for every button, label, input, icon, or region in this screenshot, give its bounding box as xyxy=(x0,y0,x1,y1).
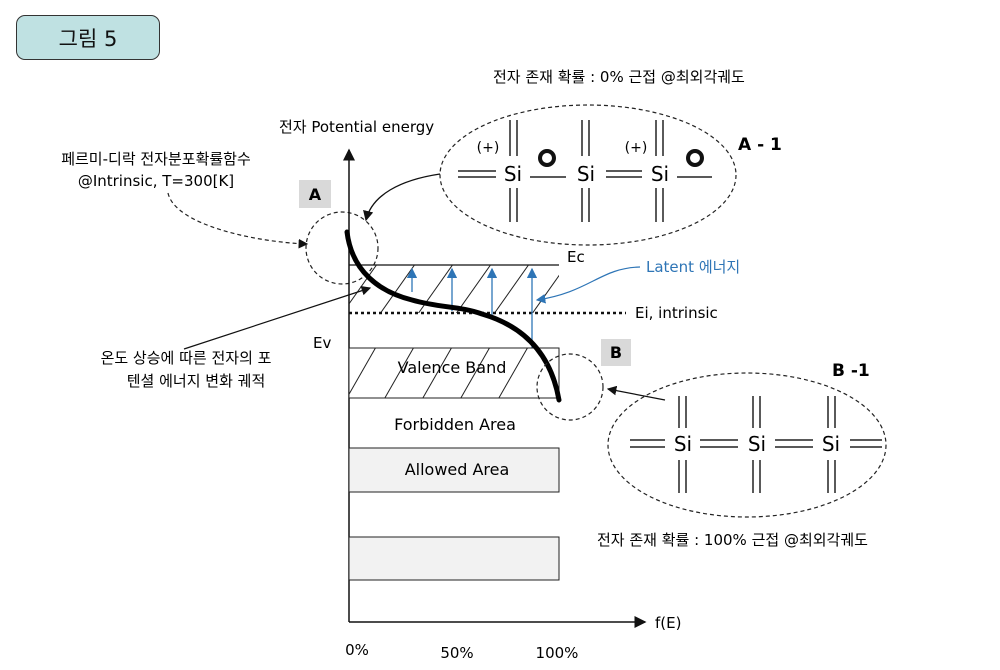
tick-0: 0% xyxy=(345,641,369,659)
fermi-label-line2: @Intrinsic, T=300[K] xyxy=(78,172,234,190)
lattice-ellipse-b1 xyxy=(607,372,887,518)
fermi-pointer xyxy=(167,192,309,249)
allowed-area-label: Allowed Area xyxy=(405,460,510,479)
lattice-a1 xyxy=(458,120,712,222)
label-b1: B -1 xyxy=(832,361,870,381)
a1-pointer xyxy=(363,173,441,222)
si-atom: Si xyxy=(748,432,766,456)
hole-marker: (+) xyxy=(477,140,500,156)
forbidden-area-label: Forbidden Area xyxy=(394,415,516,434)
si-atom: Si xyxy=(504,162,522,186)
point-b-circle xyxy=(536,353,604,421)
valence-band-box xyxy=(348,347,560,399)
y-axis-label: 전자 Potential energy xyxy=(279,118,434,136)
fermi-label-line1: 페르미-디락 전자분포확률함수 xyxy=(61,150,251,168)
temp-label-line1: 온도 상승에 따른 전자의 포 xyxy=(101,349,272,367)
free-electron-icon xyxy=(686,149,704,167)
point-a-box xyxy=(299,180,331,208)
point-b-label: B xyxy=(610,343,622,362)
point-b-box xyxy=(601,339,631,366)
top-caption: 전자 존재 확률 : 0% 근접 @최외각궤도 xyxy=(493,68,745,86)
bottom-caption: 전자 존재 확률 : 100% 근접 @최외각궤도 xyxy=(597,531,868,549)
latent-arrows xyxy=(406,267,538,350)
temp-label-line2: 텐셜 에너지 변화 궤적 xyxy=(127,372,266,390)
hole-marker: (+) xyxy=(625,140,648,156)
ei-label: Ei, intrinsic xyxy=(635,304,718,322)
allowed-area-box-lower xyxy=(348,536,560,581)
lattice-b1 xyxy=(630,396,882,493)
valence-band-label: Valence Band xyxy=(398,358,507,377)
tick-100: 100% xyxy=(536,644,579,662)
si-atom: Si xyxy=(822,432,840,456)
temp-pointer xyxy=(183,286,372,350)
si-atom: Si xyxy=(674,432,692,456)
x-axis-label: f(E) xyxy=(655,614,681,632)
free-electron-icon xyxy=(538,149,556,167)
fermi-dirac-curve xyxy=(344,229,562,403)
latent-label: Latent 에너지 xyxy=(646,258,740,276)
si-atom: Si xyxy=(577,162,595,186)
lattice-ellipse-a1 xyxy=(439,104,737,246)
label-a1: A - 1 xyxy=(738,135,782,155)
point-a-label: A xyxy=(309,185,322,204)
allowed-area-box xyxy=(348,447,560,493)
si-atom: Si xyxy=(651,162,669,186)
ev-label: Ev xyxy=(313,334,331,352)
latent-pointer xyxy=(535,266,641,304)
figure-label: 그림 5 xyxy=(16,15,160,60)
tick-50: 50% xyxy=(440,644,473,662)
ec-label: Ec xyxy=(567,248,585,266)
b1-pointer xyxy=(606,385,666,401)
